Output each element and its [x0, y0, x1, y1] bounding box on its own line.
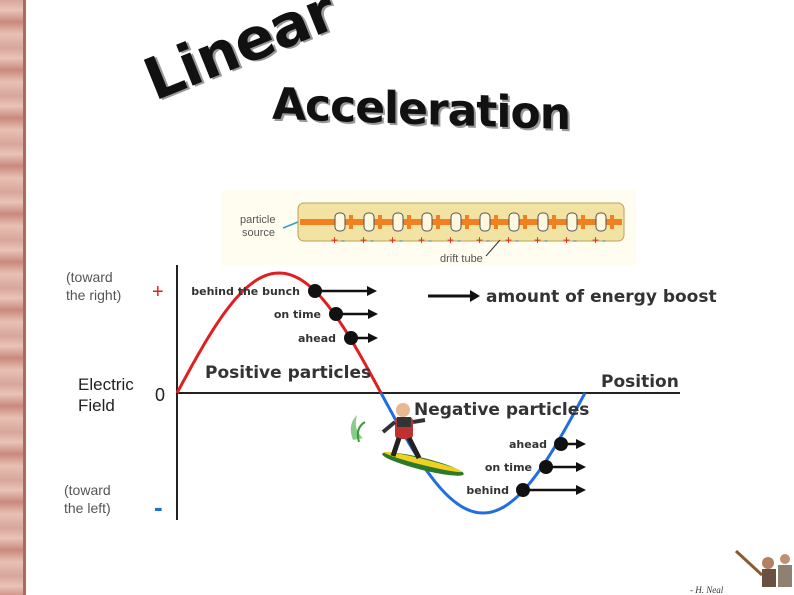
plus-sign-mark: +: [447, 233, 454, 247]
gap-plate: [581, 215, 585, 229]
marker-on-time-arrowhead: [368, 309, 378, 319]
plus-sign-mark: +: [389, 233, 396, 247]
minus-sign-mark: -: [370, 233, 374, 247]
left-direction-line1: (toward: [64, 482, 111, 498]
minus-sign-mark: -: [399, 233, 403, 247]
gap-plate: [436, 215, 440, 229]
minus-sign-mark: -: [428, 233, 432, 247]
tube-plates: [334, 212, 614, 232]
zero-label: 0: [155, 385, 166, 405]
source-label-2: source: [242, 227, 275, 239]
minus-sign: -: [154, 492, 163, 522]
left-direction-label: (toward the left): [64, 481, 111, 517]
positive-markers: behind the bunch on time ahead: [191, 284, 378, 345]
source-pointer: [282, 221, 299, 229]
minus-sign-mark: -: [515, 233, 519, 247]
gap-plate: [378, 215, 382, 229]
gap-plate: [407, 215, 411, 229]
drift-tube-segment: [508, 212, 520, 232]
surfer-illustration: [350, 403, 464, 476]
drift-pointer: [485, 239, 501, 257]
plus-sign-mark: +: [505, 233, 512, 247]
drift-tube-segment: [450, 212, 462, 232]
marker-neg-on-time-arrowhead: [576, 462, 586, 472]
electric-field-label: Electric Field: [78, 374, 134, 416]
marker-neg-behind-arrowhead: [576, 485, 586, 495]
right-direction-line1: (toward: [66, 269, 113, 285]
minus-sign-mark: -: [341, 233, 345, 247]
minus-sign-mark: -: [457, 233, 461, 247]
gap-plate: [523, 215, 527, 229]
marker-neg-ahead-label: ahead: [509, 438, 547, 451]
drift-tube-segment: [363, 212, 375, 232]
plus-sign-mark: +: [563, 233, 570, 247]
plus-sign-mark: +: [476, 233, 483, 247]
gap-plate: [552, 215, 556, 229]
marker-neg-ahead-arrowhead: [576, 439, 586, 449]
credit-text: - H. Neal: [690, 585, 724, 595]
gap-plate: [494, 215, 498, 229]
drift-tube-segment: [566, 212, 578, 232]
minus-sign-mark: -: [544, 233, 548, 247]
marker-behind-the-bunch-arrowhead: [367, 286, 377, 296]
right-direction-label: (toward the right): [66, 268, 121, 304]
drift-tube-label: drift tube: [440, 253, 483, 265]
positive-label: Positive particles: [205, 363, 371, 383]
credit-figure-icon: [734, 549, 792, 587]
position-label: Position: [601, 372, 679, 392]
tube-signs: +-+-+-+-+-+-+-+-+-+-: [331, 233, 606, 247]
drift-tube-segment: [595, 212, 607, 232]
marker-neg-behind-label: behind: [466, 484, 509, 497]
gap-plate: [465, 215, 469, 229]
minus-sign-mark: -: [486, 233, 490, 247]
drift-tube-segment: [421, 212, 433, 232]
decorative-border: [0, 0, 26, 595]
legend-label: amount of energy boost: [486, 287, 717, 307]
drift-tube-segment: [334, 212, 346, 232]
marker-ahead-label: ahead: [298, 332, 336, 345]
minus-sign-mark: -: [573, 233, 577, 247]
negative-markers: ahead on time behind: [466, 437, 586, 497]
drift-tube-segment: [479, 212, 491, 232]
plus-sign-mark: +: [534, 233, 541, 247]
gap-plate: [610, 215, 614, 229]
right-direction-line2: the right): [66, 287, 122, 303]
plus-sign-mark: +: [360, 233, 367, 247]
left-direction-line2: the left): [64, 500, 111, 516]
plus-sign-mark: +: [418, 233, 425, 247]
drift-tube-segment: [392, 212, 404, 232]
marker-neg-on-time-label: on time: [485, 461, 532, 474]
source-label-1: particle: [240, 214, 275, 226]
field-label-line2: Field: [78, 396, 115, 415]
plus-sign-mark: +: [592, 233, 599, 247]
marker-ahead-arrowhead: [368, 333, 378, 343]
negative-label: Negative particles: [414, 400, 589, 420]
gap-plate: [349, 215, 353, 229]
drift-tube-segment: [537, 212, 549, 232]
marker-on-time-label: on time: [274, 308, 321, 321]
field-label-line1: Electric: [78, 375, 134, 394]
drift-tube-figure: +-+-+-+-+-+-+-+-+-+- particle source dri…: [222, 190, 636, 265]
minus-sign-mark: -: [602, 233, 606, 247]
plus-sign: +: [152, 281, 164, 303]
marker-behind-the-bunch-label: behind the bunch: [191, 285, 300, 298]
legend-arrow-icon: [428, 290, 480, 302]
plus-sign-mark: +: [331, 233, 338, 247]
